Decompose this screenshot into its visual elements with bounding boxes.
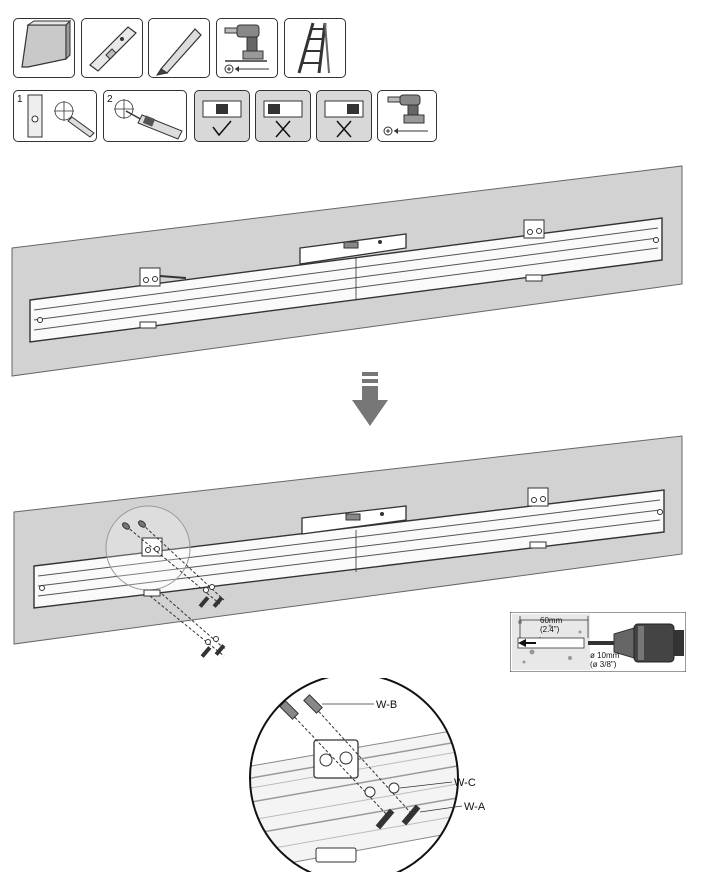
diameter-mm-label: ø 10mm [590,651,620,660]
spirit-level [299,233,407,265]
step1-number: 1 [17,94,23,105]
mounting-rail [29,217,663,343]
wall-with-rail-top [11,165,683,377]
detail-zoom-view: W-B W-C W-A [249,678,486,872]
diameter-in-label: (ø 3/8") [590,660,617,669]
anchor-screws [122,520,227,658]
drill-step-box [377,90,437,142]
wall-tool-box [13,18,75,78]
step2-number: 2 [107,94,113,105]
pencil-tool-box [148,18,210,78]
power-drill-icon [224,24,269,74]
check-icon [212,120,232,137]
bracket-left [139,267,187,329]
label-wb: W-B [376,699,397,711]
depth-in-label: (2.4") [540,625,560,634]
ladder-tool-box [284,18,346,78]
screw-wa-icon [375,804,421,830]
drill-tool-box [216,18,278,78]
arrow-left-icon [518,639,526,647]
ladder-icon [297,22,330,74]
down-arrow-icon [352,372,388,426]
label-wc: W-C [454,777,476,789]
pencil-icon [155,28,202,76]
depth-mm-label: 60mm [540,616,563,625]
drill-chuck-icon [588,623,684,663]
cross-icon [275,120,291,138]
bracket-right [523,219,545,282]
spirit-level [301,505,407,535]
bracket-right [527,487,549,549]
pencil-icon [67,116,95,138]
wall-icon [21,19,72,68]
level-check-ok [194,90,250,142]
step1-box: 1 [13,90,97,142]
wall-with-rail-bottom [13,435,683,658]
mounting-rail [33,489,665,609]
step2-box: 2 [103,90,187,142]
drill-bit-icon [125,110,183,140]
zoom-circle-border [249,678,459,872]
cross-icon [336,120,352,138]
bracket-closeup [313,739,359,863]
power-drill-icon [383,94,428,136]
level-check-bad-1 [255,90,311,142]
washer-wc-icon [364,782,400,798]
level-tool-box [81,18,143,78]
spirit-level-icon [89,26,137,72]
label-wa: W-A [464,801,486,813]
level-check-bad-2 [316,90,372,142]
drill-depth-diagram: 60mm (2.4") ø 10mm (ø 3/8") [510,612,686,672]
rail-closeup [250,725,458,872]
